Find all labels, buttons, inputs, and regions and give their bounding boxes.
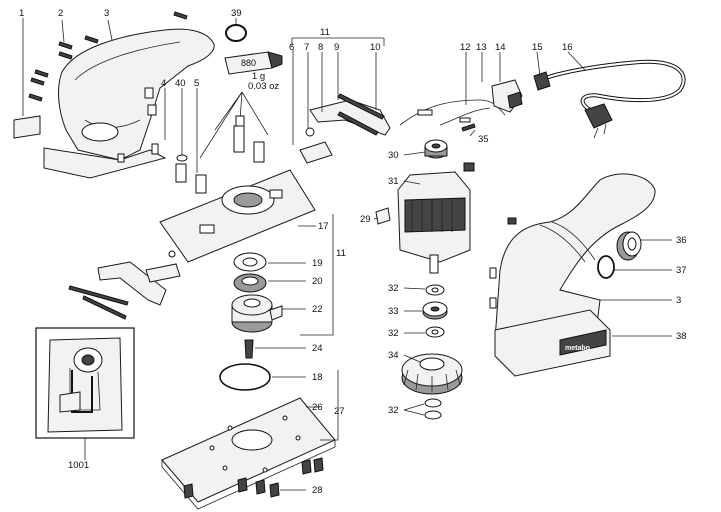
label-plate xyxy=(13,115,41,139)
label-part-5: 5 xyxy=(194,78,199,89)
label-part-32-mid: 32 xyxy=(388,328,399,339)
retainer-plate xyxy=(299,127,333,164)
label-part-8: 8 xyxy=(318,42,323,53)
label-part-32-bottom: 32 xyxy=(388,405,399,416)
label-part-10: 10 xyxy=(370,42,381,53)
screws-28 xyxy=(183,457,324,499)
label-part-22: 22 xyxy=(312,304,323,315)
assembled-sander xyxy=(494,173,656,377)
housing-half xyxy=(58,28,215,161)
o-ring-18 xyxy=(219,363,271,391)
label-part-28: 28 xyxy=(312,485,323,496)
wire-leads xyxy=(399,99,506,126)
grease-weight-oz: 0.03 oz xyxy=(248,81,279,92)
label-part-33: 33 xyxy=(388,306,399,317)
screw-24 xyxy=(244,339,254,359)
washer-32-mid xyxy=(425,326,445,338)
side-bushings xyxy=(489,217,517,309)
clamp-lever-left xyxy=(68,261,167,320)
label-part-17: 17 xyxy=(318,221,329,232)
label-part-11-mid: 11 xyxy=(336,248,346,259)
label-part-11-top: 11 xyxy=(320,27,330,38)
label-part-35: 35 xyxy=(478,134,489,145)
leader-lines xyxy=(22,18,672,491)
label-part-27: 27 xyxy=(334,406,345,417)
label-part-20: 20 xyxy=(312,276,323,287)
label-part-24: 24 xyxy=(312,343,323,354)
ring-19 xyxy=(233,252,267,272)
washer-32-top xyxy=(425,284,445,296)
label-part-12: 12 xyxy=(460,42,471,53)
screw-35 xyxy=(461,123,476,132)
label-part-3: 3 xyxy=(104,8,109,19)
label-part-4: 4 xyxy=(161,78,166,89)
label-part-37: 37 xyxy=(676,265,687,276)
power-cord xyxy=(533,59,686,139)
ring-20 xyxy=(233,273,267,293)
label-part-6: 6 xyxy=(289,42,294,53)
label-part-2: 2 xyxy=(58,8,63,19)
label-part-7: 7 xyxy=(304,42,309,53)
counterweight-22 xyxy=(231,294,283,333)
label-part-1001: 1001 xyxy=(68,460,89,471)
o-ring-39 xyxy=(225,24,247,42)
label-part-29: 29 xyxy=(360,214,371,225)
label-part-34: 34 xyxy=(388,350,399,361)
label-part-18: 18 xyxy=(312,372,323,383)
switch-14 xyxy=(491,79,523,113)
grease-tube xyxy=(224,51,283,75)
label-part-19: 19 xyxy=(312,258,323,269)
grease-tube-code: 880 xyxy=(241,58,256,68)
brand-logo-text: metabo xyxy=(565,345,590,352)
grease-weight-g: 1 g xyxy=(252,71,265,82)
label-part-39: 39 xyxy=(231,8,242,19)
o-ring-37 xyxy=(597,255,615,279)
washers-32-bottom xyxy=(424,398,442,420)
label-part-1: 1 xyxy=(19,8,24,19)
label-part-13: 13 xyxy=(476,42,487,53)
label-part-32-top: 32 xyxy=(388,283,399,294)
label-part-40: 40 xyxy=(175,78,186,89)
brush-29 xyxy=(375,207,391,225)
label-part-30: 30 xyxy=(388,150,399,161)
base-plate-17 xyxy=(159,169,316,263)
spring-clip xyxy=(309,93,391,136)
bearing-33 xyxy=(422,301,448,320)
fan-34 xyxy=(401,353,463,395)
label-part-3-right: 3 xyxy=(676,295,681,306)
label-part-38: 38 xyxy=(676,331,687,342)
bushings xyxy=(117,87,265,194)
motor-31 xyxy=(397,162,475,274)
bearing-30 xyxy=(424,139,448,159)
label-part-16: 16 xyxy=(562,42,573,53)
plate-small xyxy=(145,250,181,283)
label-part-31: 31 xyxy=(388,176,399,187)
screws-left xyxy=(28,11,188,102)
label-part-15: 15 xyxy=(532,42,543,53)
label-part-26: 26 xyxy=(312,402,323,413)
label-part-9: 9 xyxy=(334,42,339,53)
label-part-14: 14 xyxy=(495,42,506,53)
inset-1001 xyxy=(35,327,135,439)
nut-36 xyxy=(616,231,642,261)
label-part-36: 36 xyxy=(676,235,687,246)
